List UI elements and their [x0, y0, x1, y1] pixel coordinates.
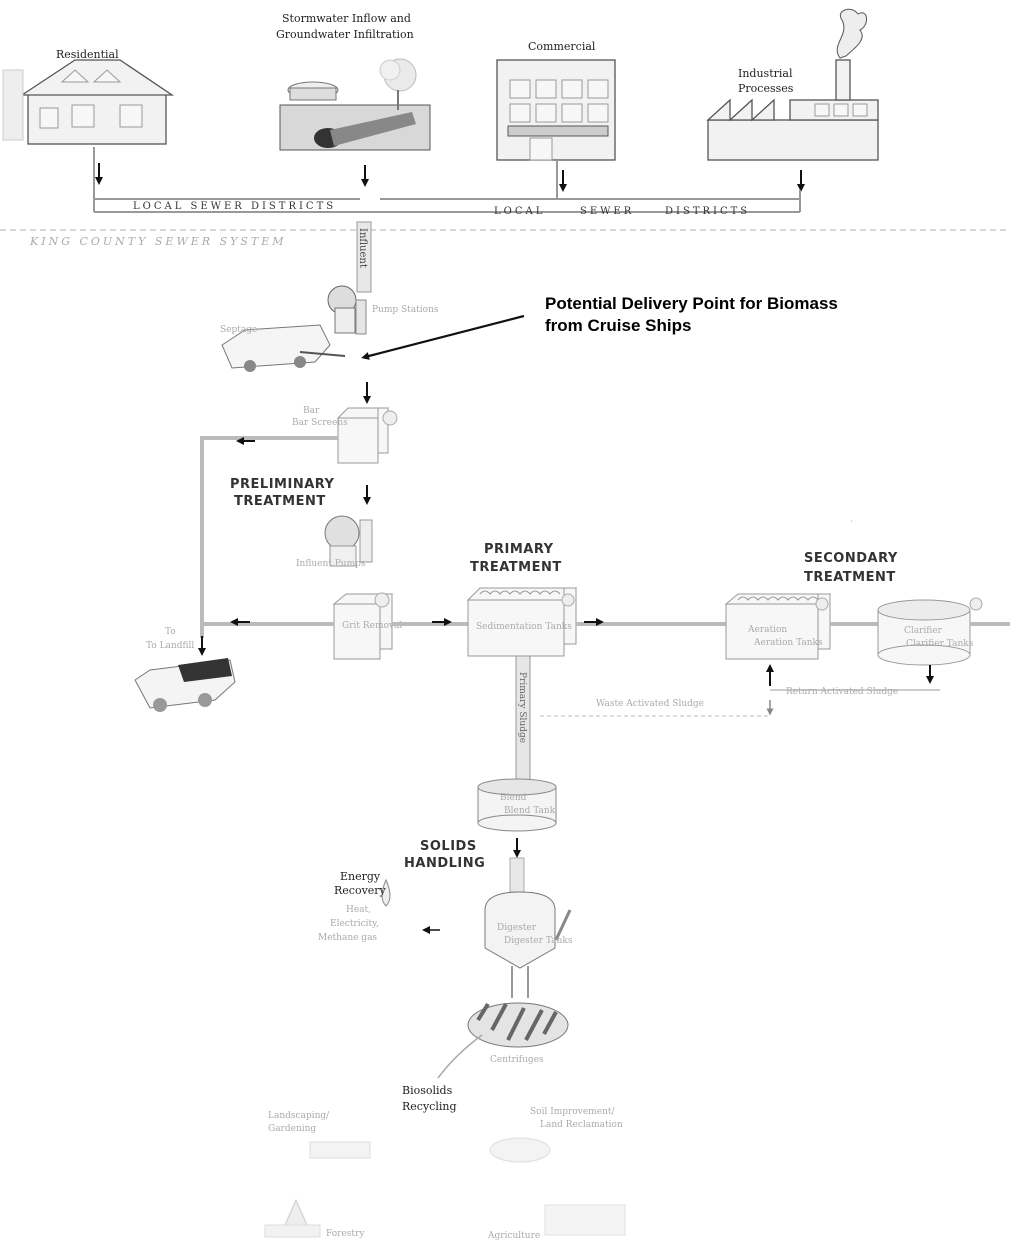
septage-truck-label: Septage — [220, 325, 257, 335]
bar-screens-label-line1: Bar — [303, 406, 320, 416]
solids-title-line2: HANDLING — [404, 856, 485, 871]
industrial-label-line1: Industrial — [738, 67, 793, 80]
industrial-label-line2: Processes — [738, 82, 794, 95]
blend-to-digester-pipe — [509, 857, 525, 893]
soil-line1: Soil Improvement/ — [530, 1107, 615, 1117]
centrifuges-icon — [467, 1002, 569, 1048]
bar-screens-label: Bar Screens — [292, 418, 348, 428]
king-county-sewer-label: KING COUNTY SEWER SYSTEM — [29, 235, 287, 248]
return-sludge-label: Return Activated Sludge — [786, 687, 898, 697]
clarifier-tanks-icon — [877, 597, 983, 666]
sedimentation-tanks-icon — [466, 587, 578, 657]
aeration-tanks-icon — [724, 593, 832, 660]
energy-line5: Methane gas — [318, 933, 377, 943]
primary-sludge-label: Primary Sludge — [517, 672, 527, 743]
clarifier-label: Clarifier Tanks — [906, 639, 974, 649]
sedimentation-tanks-label: Sedimentation Tanks — [476, 622, 572, 632]
influent-label: Influent — [357, 228, 368, 268]
influent-pumps-icon — [324, 515, 373, 567]
soil-icon — [489, 1137, 551, 1163]
centrifuges-label: Centrifuges — [490, 1055, 544, 1065]
grit-removal-label: Grit Removal — [342, 621, 402, 631]
primary-title-line2: TREATMENT — [470, 560, 562, 575]
energy-line1: Energy — [340, 870, 381, 883]
waste-sludge-label: Waste Activated Sludge — [596, 699, 704, 709]
to-landfill-label: To Landfill — [146, 641, 194, 651]
preliminary-title-line2: TREATMENT — [234, 494, 326, 509]
commercial-building-icon — [496, 59, 616, 161]
secondary-title-line1: SECONDARY — [804, 551, 898, 566]
local-sewer-pipes — [93, 147, 801, 213]
landscaping-icon — [309, 1141, 371, 1159]
residential-house-icon — [2, 59, 175, 145]
biosolids-title-line2: Recycling — [402, 1100, 457, 1113]
secondary-title-line2: TREATMENT — [804, 570, 896, 585]
landfill-truck-icon — [134, 658, 236, 712]
grit-removal-icon — [332, 592, 394, 660]
blend-tank-label-1: Blend — [500, 793, 527, 803]
primary-title-line1: PRIMARY — [484, 542, 554, 557]
forestry-icon — [264, 1198, 321, 1238]
pump-station-label: Pump Stations — [372, 305, 439, 315]
stormwater-label-line2: Groundwater Infiltration — [276, 28, 414, 41]
local-sewer-left-label: LOCAL SEWER DISTRICTS — [133, 201, 336, 212]
aeration-label: Aeration Tanks — [753, 638, 823, 648]
residential-label: Residential — [56, 48, 119, 61]
flame-icon — [381, 878, 391, 907]
soil-line2: Land Reclamation — [540, 1120, 623, 1130]
energy-line3: Heat, — [346, 905, 371, 915]
biosolids-title-line1: Biosolids — [402, 1084, 453, 1097]
agriculture-icon — [544, 1204, 626, 1236]
solids-title-line1: SOLIDS — [420, 839, 477, 854]
blend-tank-label: Blend Tank — [504, 806, 556, 816]
local-sewer-right-label-3: DISTRICTS — [665, 206, 750, 217]
influent-pumps-label: Influent Pumps — [296, 559, 366, 569]
landscaping-line2: Gardening — [268, 1124, 316, 1134]
callout-line1: Potential Delivery Point for Biomass — [545, 294, 838, 313]
forestry-label: Forestry — [326, 1229, 365, 1239]
energy-line2: Recovery — [334, 884, 387, 897]
commercial-label: Commercial — [528, 40, 596, 53]
septage-truck-icon — [221, 324, 346, 372]
influent-pipe — [356, 221, 372, 293]
local-sewer-right-label-2: SEWER — [580, 206, 634, 217]
bar-screens-icon — [336, 407, 398, 464]
agriculture-label: Agriculture — [487, 1231, 540, 1241]
industrial-factory-icon — [706, 8, 879, 161]
digester-tanks-icon — [484, 891, 572, 969]
stormwater-icon — [279, 58, 431, 151]
to-landfill-label-1: To — [165, 627, 176, 637]
local-sewer-right-label-1: LOCAL — [494, 206, 545, 217]
digester-label: Digester Tanks — [504, 936, 573, 946]
energy-line4: Electricity, — [330, 919, 379, 929]
preliminary-title-line1: PRELIMINARY — [230, 477, 335, 492]
blend-tank-icon — [477, 778, 557, 832]
centrifuge-to-biosolids-line — [437, 1034, 483, 1079]
stormwater-label-line1: Stormwater Inflow and — [282, 12, 411, 25]
callout-arrow — [361, 314, 525, 360]
landscaping-line1: Landscaping/ — [268, 1111, 330, 1121]
digester-label-1: Digester — [497, 923, 537, 933]
callout-line2: from Cruise Ships — [545, 316, 691, 335]
stray-mark: · — [850, 517, 853, 527]
pump-station-icon — [327, 285, 367, 335]
aeration-label-1: Aeration — [747, 625, 787, 635]
clarifier-label-1: Clarifier — [904, 626, 943, 636]
